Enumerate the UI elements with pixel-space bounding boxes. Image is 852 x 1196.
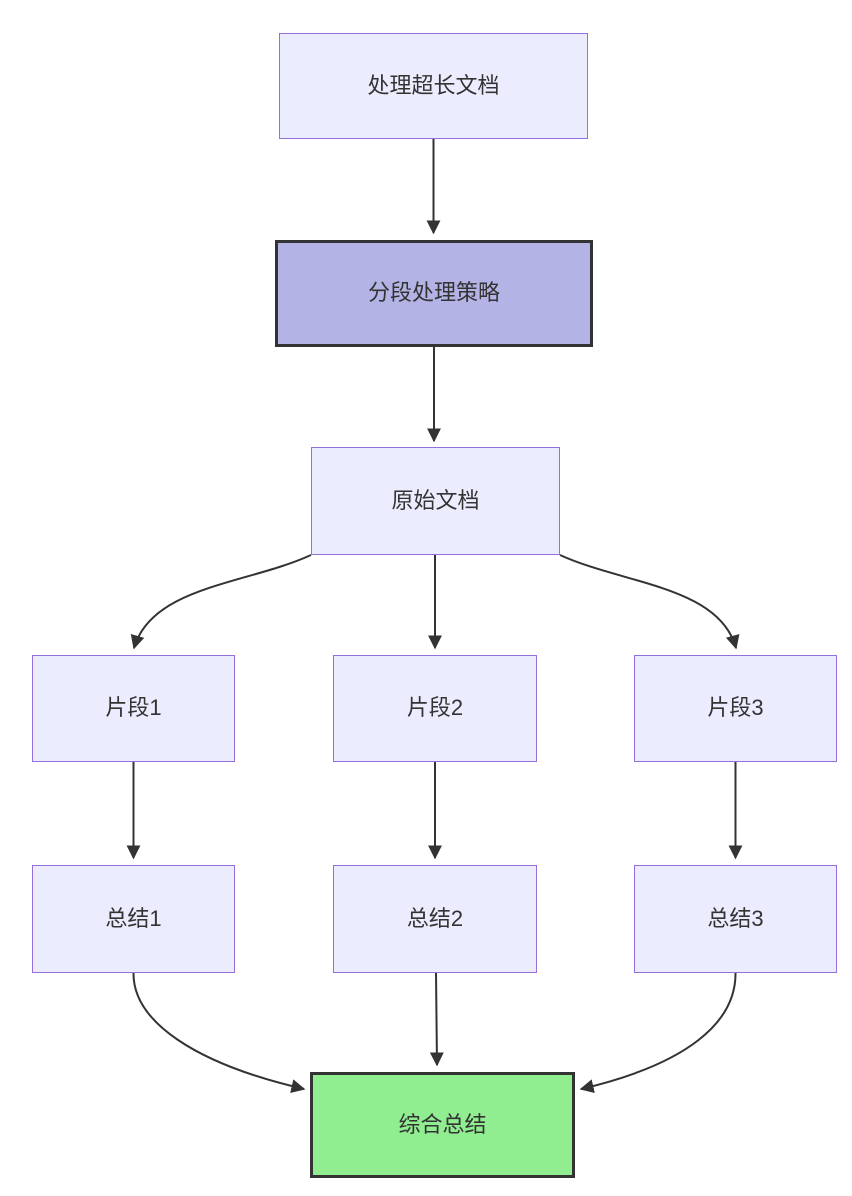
- node-fragment-3: 片段3: [634, 655, 837, 762]
- node-fragment-1-label: 片段1: [105, 695, 162, 721]
- edge-summary2-to-final: [429, 972, 444, 1067]
- node-segmentation-strategy-label: 分段处理策略: [367, 280, 500, 306]
- node-summary-1-label: 总结1: [105, 905, 162, 931]
- node-fragment-2-label: 片段2: [406, 695, 464, 721]
- node-summary-1: 总结1: [32, 865, 235, 973]
- node-final-summary-label: 综合总结: [398, 1111, 487, 1137]
- edge-original-to-fragment3: [559, 554, 740, 650]
- edge-original-to-fragment1: [130, 554, 312, 650]
- node-segmentation-strategy: 分段处理策略: [275, 240, 593, 347]
- edge-summary1-to-final: [132, 972, 306, 1093]
- node-fragment-2: 片段2: [333, 655, 537, 762]
- node-original-doc: 原始文档: [311, 447, 560, 555]
- edge-summary3-to-final: [579, 972, 737, 1093]
- node-summary-2: 总结2: [333, 865, 537, 973]
- node-process-long-doc-label: 处理超长文档: [367, 72, 500, 98]
- node-fragment-1: 片段1: [32, 655, 235, 762]
- node-summary-3: 总结3: [634, 865, 837, 973]
- node-process-long-doc: 处理超长文档: [279, 33, 588, 139]
- node-summary-3-label: 总结3: [707, 905, 764, 931]
- node-fragment-3-label: 片段3: [707, 695, 764, 721]
- node-summary-2-label: 总结2: [406, 905, 464, 931]
- node-original-doc-label: 原始文档: [391, 487, 480, 513]
- node-final-summary: 综合总结: [310, 1072, 575, 1178]
